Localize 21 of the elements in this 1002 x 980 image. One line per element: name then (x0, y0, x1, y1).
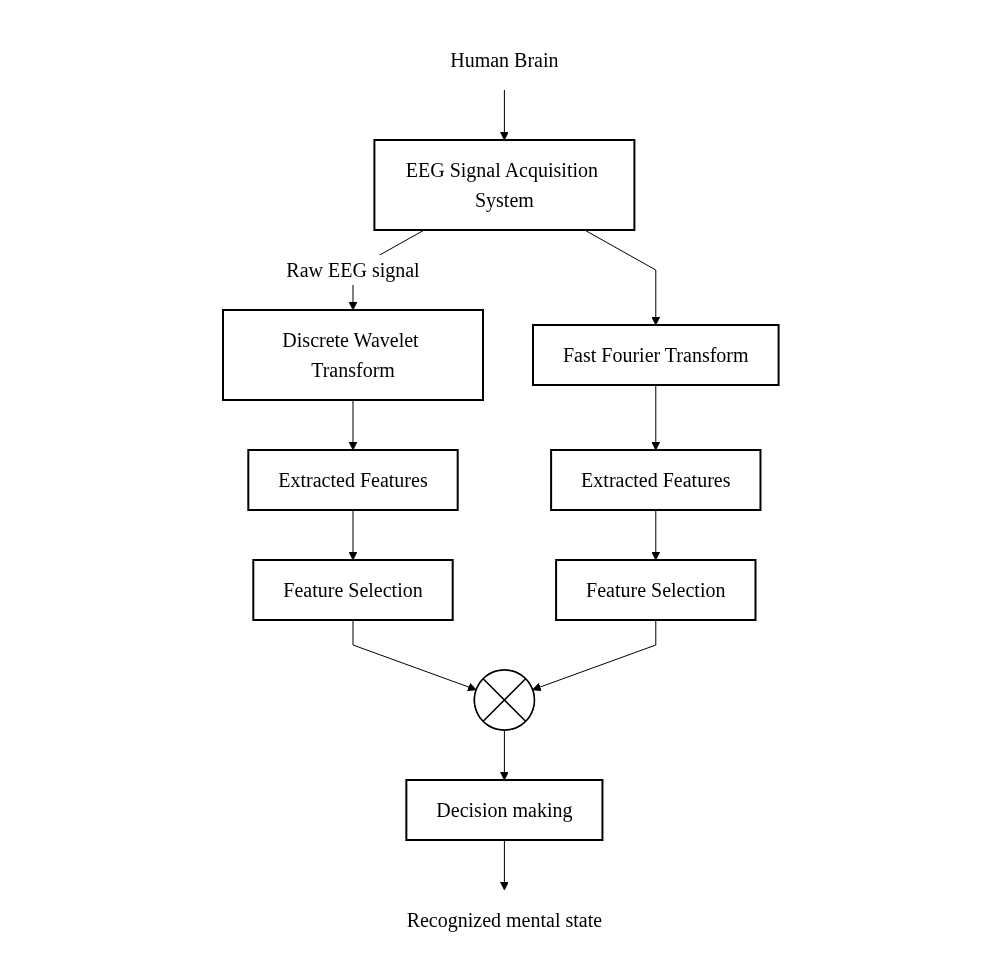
arrow (500, 729, 509, 781)
node-box: Extracted Features (247, 449, 459, 511)
node-box: Feature Selection (252, 559, 454, 621)
arrow (500, 839, 509, 891)
node-box: Fast Fourier Transform (532, 324, 780, 386)
node-box: EEG Signal Acquisition System (373, 139, 636, 231)
node-box: Extracted Features (550, 449, 762, 511)
node-text: Human Brain (450, 49, 559, 71)
node-box: Discrete Wavelet Transform (222, 309, 485, 401)
node-box: Decision making (405, 779, 604, 841)
arrow (584, 229, 661, 326)
arrow (348, 509, 358, 561)
arrow (651, 384, 661, 451)
arrow (532, 619, 657, 692)
arrow (500, 89, 509, 141)
node-text: Recognized mental state (406, 909, 603, 931)
edge-label: Raw EEG signal (286, 259, 420, 281)
node-box: Feature Selection (555, 559, 757, 621)
arrow (352, 619, 477, 692)
arrow (651, 509, 661, 561)
arrow (348, 399, 358, 451)
